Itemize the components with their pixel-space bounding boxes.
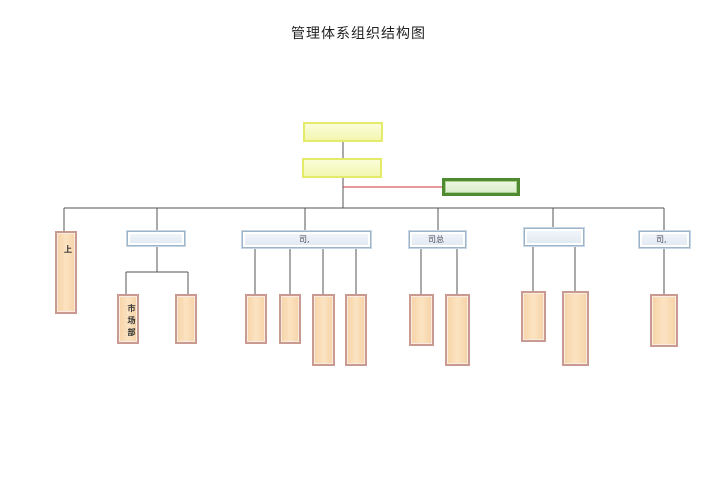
leaf-d5-1 <box>650 294 678 347</box>
node-top-2 <box>302 158 382 178</box>
leaf-left <box>55 231 77 314</box>
leaf-d2-4 <box>345 294 367 366</box>
leaf-left-label: 上 <box>64 245 72 254</box>
node-top-1 <box>303 122 383 142</box>
node-staff <box>442 178 520 196</box>
page-title: 管理体系组织结构图 <box>291 26 426 42</box>
leaf-d2-2 <box>279 294 301 344</box>
leaf-d1-2 <box>175 294 197 344</box>
leaf-d2-1 <box>245 294 267 344</box>
node-dept-4 <box>524 228 584 246</box>
leaf-d3-1 <box>409 294 434 346</box>
node-dept-1 <box>127 231 185 246</box>
leaf-market: 市场部 <box>117 294 139 344</box>
leaf-d2-3 <box>312 294 335 366</box>
leaf-d4-1 <box>521 291 546 342</box>
leaf-d3-2 <box>445 294 470 366</box>
leaf-d4-2 <box>562 291 589 366</box>
node-dept-2: 司, <box>242 231 371 248</box>
node-dept-3: 司总 <box>409 231 466 248</box>
node-dept-5: 司, <box>639 231 690 248</box>
